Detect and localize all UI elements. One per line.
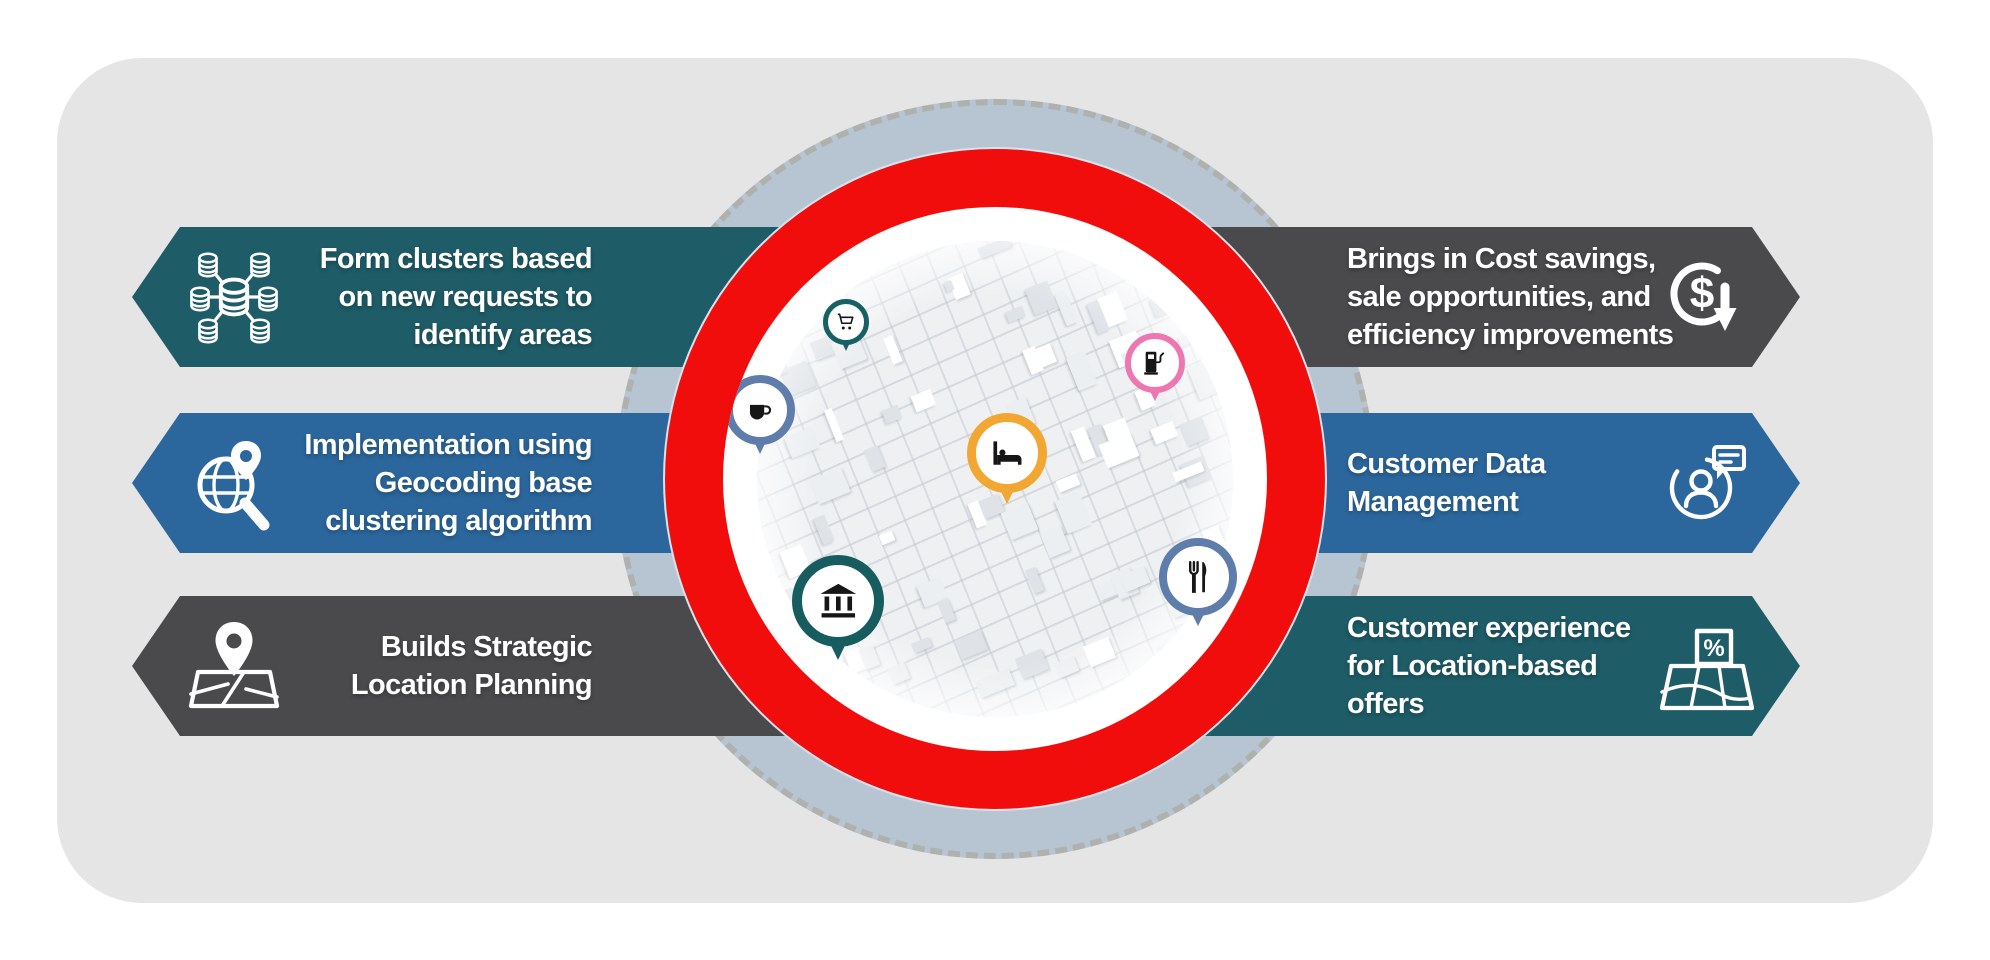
store-icon (750, 405, 772, 420)
banner-cost-savings-label: Brings in Cost savings, sale opportuniti… (1347, 243, 1674, 351)
red-ring (665, 149, 1325, 809)
shopping-cart-icon (837, 313, 854, 330)
customer-profile-chat-icon (1656, 413, 1758, 553)
geocoding-globe-magnifier-icon (180, 413, 288, 553)
banner-location-planning-label: Builds Strategic Location Planning (350, 631, 593, 701)
database-cluster-icon (180, 227, 288, 367)
svg-text:%: % (1703, 635, 1724, 662)
svg-text:$: $ (1690, 269, 1714, 318)
discount-map-icon: % (1656, 596, 1758, 736)
fuel-pump-icon (1144, 351, 1165, 375)
banner-customer-data-label: Customer Data Management (1347, 448, 1546, 518)
cost-savings-dollar-icon: $ (1656, 227, 1758, 367)
map-location-pin-icon (180, 596, 288, 736)
restaurant-icon (1188, 560, 1207, 593)
inner-white-ring (723, 207, 1267, 751)
banner-form-clusters-label: Form clusters based on new requests to i… (319, 243, 593, 351)
hotel-bed-icon (993, 441, 1022, 465)
banner-geocoding-label: Implementation using Geocoding base clus… (304, 429, 592, 537)
banner-location-offers-label: Customer experience for Location-based o… (1347, 612, 1631, 720)
bank-icon (820, 583, 856, 618)
